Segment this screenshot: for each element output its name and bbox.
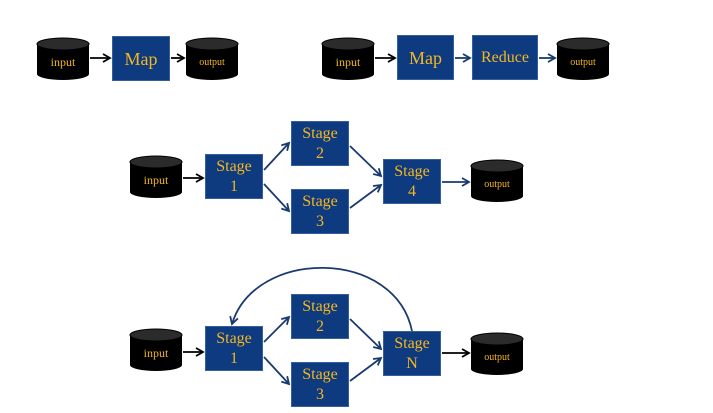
row2-stage-1-box: Stage 1 — [205, 154, 263, 199]
row2-arrow-stage1-stage3 — [263, 183, 291, 213]
row3-arrow-stage1-stage3 — [263, 356, 291, 386]
row2-output-label: output — [484, 178, 510, 190]
row1-left-input-label: input — [50, 54, 76, 69]
row1-left-output-label: output — [199, 56, 225, 68]
row3-stage-2-box: Stage 2 — [291, 294, 349, 339]
row3-arrow-stage2-stagen — [349, 318, 383, 351]
row3-stage-1-box: Stage 1 — [205, 326, 263, 371]
row3-input-label: input — [143, 345, 169, 360]
row2-stage-3-box: Stage 3 — [291, 189, 349, 234]
row2-arrow-stage2-stage4 — [349, 145, 383, 178]
row3-arrow-stage3-stagen — [349, 356, 383, 382]
row1-left-output-cylinder-icon — [185, 37, 239, 80]
row1-right-output-label: output — [570, 56, 596, 68]
row3-output-label: output — [484, 351, 510, 363]
row2-input-cylinder-icon — [129, 155, 183, 198]
row2-arrow-stage1-stage2 — [263, 141, 291, 171]
row1-left-map-box: Map — [112, 36, 170, 81]
row1-right-reduce-box: Reduce — [472, 35, 538, 80]
row1-left-input-cylinder-icon — [36, 37, 90, 80]
row3-arrow-stage1-stage2 — [263, 315, 291, 343]
row2-stage-2-box: Stage 2 — [291, 121, 349, 166]
row1-right-map-box: Map — [397, 35, 454, 80]
row2-input-label: input — [143, 172, 169, 187]
row3-output-cylinder-icon — [470, 332, 524, 375]
row3-feedback-loop-arrow — [229, 266, 413, 332]
row2-stage-4-box: Stage 4 — [383, 159, 441, 204]
row1-right-input-cylinder-icon — [321, 37, 375, 80]
row2-arrow-stage3-stage4 — [349, 183, 383, 209]
row3-stage-n-box: Stage N — [383, 331, 441, 376]
row3-stage-3-box: Stage 3 — [291, 362, 349, 407]
row1-right-output-cylinder-icon — [556, 37, 610, 80]
row3-input-cylinder-icon — [129, 328, 183, 371]
row1-right-input-label: input — [335, 54, 361, 69]
row2-output-cylinder-icon — [470, 159, 524, 202]
